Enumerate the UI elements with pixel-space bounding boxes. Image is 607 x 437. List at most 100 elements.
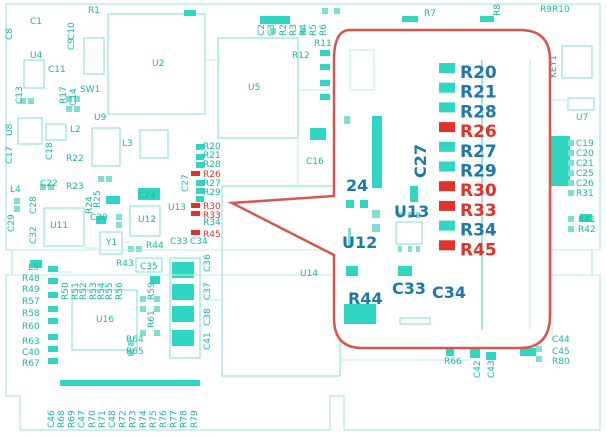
label-u11: U11 bbox=[50, 221, 68, 231]
label-r63: R63 bbox=[22, 337, 40, 347]
callout-pad-r28 bbox=[439, 102, 455, 113]
u2-body bbox=[107, 13, 206, 115]
label-c35: C35 bbox=[140, 262, 158, 272]
label-callout-r44: R44 bbox=[348, 289, 383, 308]
label-callout-r34: R34 bbox=[460, 221, 497, 241]
label-bottom-r72: R72 bbox=[118, 410, 128, 428]
u7-body bbox=[567, 97, 595, 111]
label-r11: R11 bbox=[314, 39, 332, 49]
label-c14: C14 bbox=[69, 88, 79, 106]
u16-body bbox=[71, 289, 138, 351]
label-r34: R34 bbox=[203, 218, 221, 228]
label-bottom-r79: R79 bbox=[190, 410, 200, 428]
label-l5: L5 bbox=[28, 263, 39, 273]
label-r8: R8 bbox=[493, 4, 503, 16]
label-r26-red: R26 bbox=[203, 170, 221, 180]
label-c29: C29 bbox=[7, 214, 17, 232]
label-c41: C41 bbox=[203, 332, 213, 350]
label-bottom-r68: R68 bbox=[57, 410, 67, 428]
label-u2: U2 bbox=[152, 59, 164, 69]
label-r44: R44 bbox=[146, 241, 164, 251]
label-r4: R4 bbox=[299, 24, 309, 36]
label-c33: C33 bbox=[170, 237, 188, 247]
pad-blocks bbox=[30, 10, 592, 386]
label-u5: U5 bbox=[248, 83, 260, 93]
callout-pad-r30 bbox=[439, 181, 455, 192]
callout-bubble bbox=[227, 28, 552, 350]
label-r27: R27 bbox=[203, 179, 221, 189]
label-c32: C32 bbox=[29, 226, 39, 244]
callout-pad-r29 bbox=[439, 161, 455, 172]
label-c44: C44 bbox=[552, 335, 570, 345]
label-r28: R28 bbox=[203, 160, 221, 170]
label-r67: R67 bbox=[22, 359, 40, 369]
label-c17: C17 bbox=[5, 146, 15, 164]
label-bottom-r70: R70 bbox=[88, 410, 98, 428]
sw1-body bbox=[83, 37, 105, 75]
label-c25: C25 bbox=[576, 169, 594, 179]
u5-body bbox=[217, 37, 299, 139]
label-c37: C37 bbox=[203, 282, 213, 300]
label-bottom-c46: C46 bbox=[47, 410, 57, 428]
label-r51: R51 bbox=[71, 282, 81, 300]
label-r6: R6 bbox=[319, 24, 329, 36]
label-u13: U13 bbox=[168, 203, 186, 213]
label-r24: R24 bbox=[85, 196, 95, 214]
label-callout-r28: R28 bbox=[460, 102, 497, 122]
label-r21: R21 bbox=[203, 151, 221, 161]
label-r54: R54 bbox=[97, 282, 107, 300]
highlight-pads bbox=[191, 171, 200, 235]
label-callout-r33: R33 bbox=[460, 201, 497, 221]
u11-body bbox=[43, 207, 85, 247]
label-r7: R7 bbox=[424, 9, 436, 19]
label-bottom-r74: R74 bbox=[139, 410, 149, 428]
label-c1: C1 bbox=[30, 17, 42, 27]
label-c9: C9 bbox=[67, 38, 77, 50]
callout-pad-r21 bbox=[439, 82, 455, 93]
label-c30: C30 bbox=[90, 213, 108, 223]
u12-body bbox=[129, 205, 161, 237]
l2-body bbox=[45, 123, 67, 141]
label-bottom-c47: C47 bbox=[78, 410, 88, 428]
callout-pad-r33 bbox=[439, 200, 455, 211]
label-u14: U14 bbox=[300, 269, 318, 279]
label-bottom-r73: R73 bbox=[129, 410, 139, 428]
label-c40: C40 bbox=[22, 348, 40, 358]
label-c3: C3 bbox=[267, 24, 277, 36]
callout-pad-r45 bbox=[439, 240, 455, 251]
label-c34: C34 bbox=[190, 237, 208, 247]
label-r30-red: R30 bbox=[203, 202, 221, 212]
label-r29: R29 bbox=[203, 188, 221, 198]
u8-body bbox=[17, 117, 43, 145]
label-c24: C24 bbox=[138, 191, 156, 201]
c36-41-body bbox=[169, 257, 201, 359]
u4-body bbox=[23, 59, 45, 89]
label-c21: C21 bbox=[576, 159, 594, 169]
label-callout-r26: R26 bbox=[460, 122, 497, 142]
label-c8: C8 bbox=[5, 28, 15, 40]
label-sw1: SW1 bbox=[80, 85, 100, 95]
label-r33-red: R33 bbox=[203, 211, 221, 221]
label-r48: R48 bbox=[22, 274, 40, 284]
label-callout-u12: U12 bbox=[342, 233, 377, 252]
callout-geometry bbox=[344, 49, 531, 330]
label-c45: C45 bbox=[552, 347, 570, 357]
label-u9: U9 bbox=[94, 113, 107, 123]
label-callout-c27: C27 bbox=[411, 144, 430, 178]
label-r58: R58 bbox=[22, 309, 40, 319]
label-c36: C36 bbox=[203, 254, 213, 272]
label-u16: U16 bbox=[96, 315, 114, 325]
label-bottom-r75: R75 bbox=[149, 410, 159, 428]
label-c38: C38 bbox=[203, 308, 213, 326]
label-y1: Y1 bbox=[105, 238, 117, 248]
label-c28: C28 bbox=[29, 196, 39, 214]
label-r55: R55 bbox=[105, 282, 115, 300]
label-c10: C10 bbox=[67, 22, 77, 40]
label-bottom-c48: C48 bbox=[108, 410, 118, 428]
label-r66: R66 bbox=[444, 357, 462, 367]
callout-pad-r27 bbox=[439, 141, 455, 152]
label-r10: R10 bbox=[552, 5, 570, 15]
label-r50: R50 bbox=[61, 282, 71, 300]
label-r61: R61 bbox=[147, 310, 157, 328]
